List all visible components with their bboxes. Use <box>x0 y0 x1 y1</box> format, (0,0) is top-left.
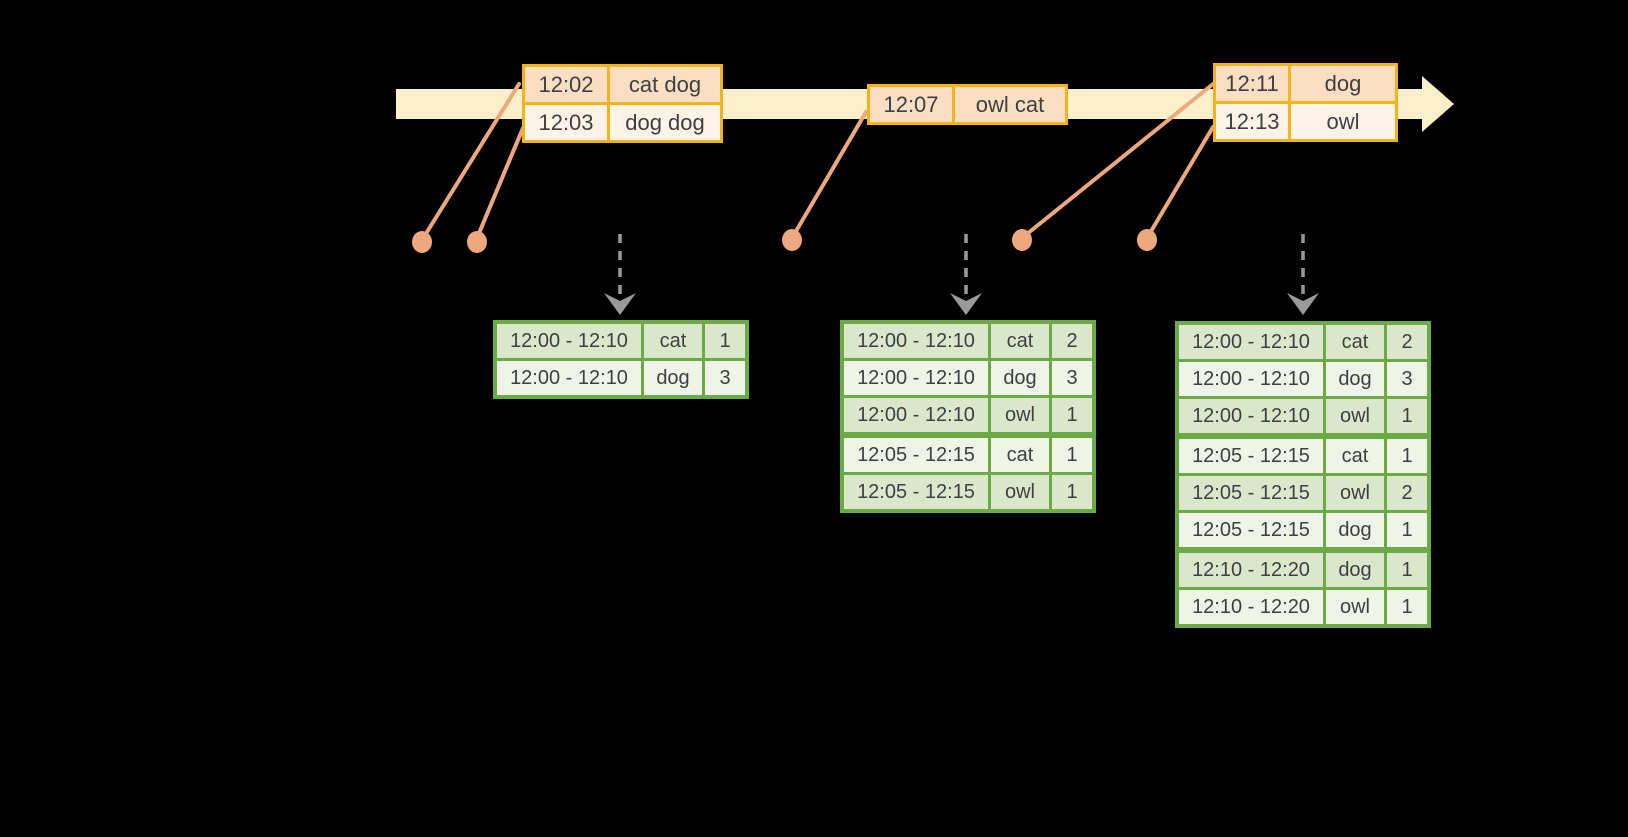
word-cell: dog <box>1326 513 1384 547</box>
word-cell: cat <box>991 324 1049 358</box>
count-cell: 3 <box>1387 362 1427 396</box>
word-cell: owl <box>991 398 1049 432</box>
word-cell: owl <box>1326 476 1384 510</box>
count-cell: 2 <box>1052 324 1092 358</box>
word-cell: cat <box>991 438 1049 472</box>
event-time-cell: 12:07 <box>870 87 952 122</box>
event-connector-line <box>420 82 521 242</box>
timeline-arrowhead-icon <box>1422 76 1454 132</box>
event-time-dot <box>412 231 432 253</box>
word-cell: cat <box>644 324 702 358</box>
window-cell: 12:00 - 12:10 <box>844 398 988 432</box>
count-cell: 1 <box>1387 399 1427 433</box>
word-cell: cat <box>1326 439 1384 473</box>
window-cell: 12:00 - 12:10 <box>1179 325 1323 359</box>
window-cell: 12:05 - 12:15 <box>844 475 988 509</box>
event-connector-line <box>475 126 525 240</box>
count-cell: 1 <box>1052 475 1092 509</box>
count-cell: 1 <box>1387 590 1427 624</box>
event-words-cell: dog dog <box>610 105 720 140</box>
word-cell: owl <box>1326 399 1384 433</box>
event-time-dot <box>1012 229 1032 251</box>
count-cell: 3 <box>1052 361 1092 395</box>
event-time-cell: 12:11 <box>1216 66 1288 101</box>
word-cell: dog <box>991 361 1049 395</box>
word-cell: dog <box>644 361 702 395</box>
count-cell: 3 <box>705 361 745 395</box>
event-words-cell: owl <box>1291 104 1395 139</box>
event-words-cell: owl cat <box>955 87 1065 122</box>
word-cell: owl <box>991 475 1049 509</box>
word-cell: dog <box>1326 362 1384 396</box>
window-cell: 12:00 - 12:10 <box>844 324 988 358</box>
event-connector-line <box>1145 125 1215 240</box>
count-cell: 1 <box>1387 439 1427 473</box>
event-time-dot <box>782 229 802 251</box>
event-time-dot <box>467 231 487 253</box>
event-time-cell: 12:03 <box>525 105 607 140</box>
trigger-arrowhead-icon <box>604 293 636 315</box>
window-cell: 12:00 - 12:10 <box>1179 362 1323 396</box>
count-cell: 1 <box>1052 398 1092 432</box>
window-cell: 12:10 - 12:20 <box>1179 553 1323 587</box>
word-cell: dog <box>1326 553 1384 587</box>
word-cell: cat <box>1326 325 1384 359</box>
count-cell: 1 <box>1387 553 1427 587</box>
count-cell: 2 <box>1387 325 1427 359</box>
window-cell: 12:05 - 12:15 <box>844 438 988 472</box>
event-time-cell: 12:02 <box>525 67 607 102</box>
count-cell: 1 <box>1052 438 1092 472</box>
event-words-cell: dog <box>1291 66 1395 101</box>
count-cell: 1 <box>1387 513 1427 547</box>
window-cell: 12:00 - 12:10 <box>844 361 988 395</box>
window-cell: 12:10 - 12:20 <box>1179 590 1323 624</box>
trigger-arrowhead-icon <box>1287 293 1319 315</box>
window-cell: 12:05 - 12:15 <box>1179 439 1323 473</box>
window-cell: 12:00 - 12:10 <box>1179 399 1323 433</box>
word-cell: owl <box>1326 590 1384 624</box>
trigger-arrowhead-icon <box>950 293 982 315</box>
window-cell: 12:05 - 12:15 <box>1179 513 1323 547</box>
count-cell: 1 <box>705 324 745 358</box>
event-time-cell: 12:13 <box>1216 104 1288 139</box>
event-time-dot <box>1137 229 1157 251</box>
count-cell: 2 <box>1387 476 1427 510</box>
window-cell: 12:00 - 12:10 <box>497 324 641 358</box>
event-connector-line <box>790 110 868 240</box>
window-cell: 12:05 - 12:15 <box>1179 476 1323 510</box>
event-words-cell: cat dog <box>610 67 720 102</box>
event-connector-line <box>1020 82 1215 240</box>
window-cell: 12:00 - 12:10 <box>497 361 641 395</box>
